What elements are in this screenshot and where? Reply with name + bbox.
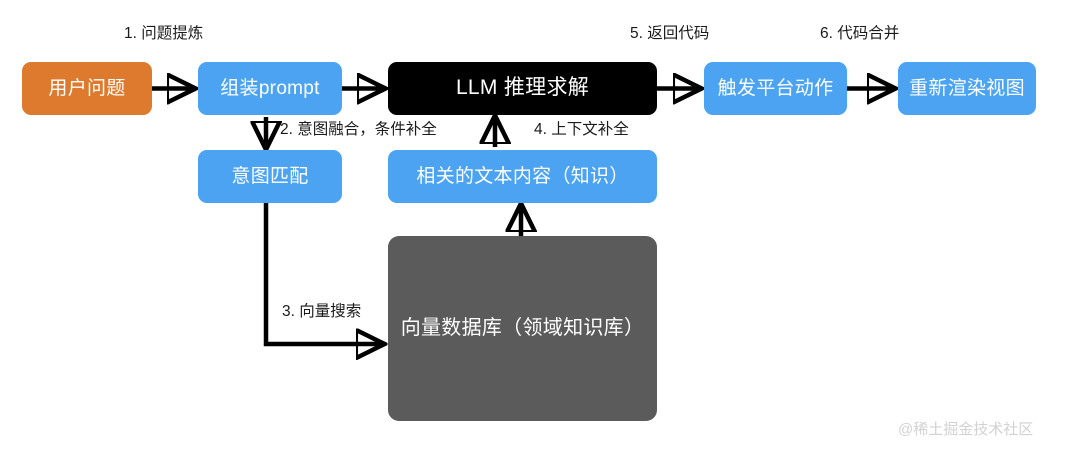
node-assemble-prompt-label: 组装prompt: [220, 77, 320, 99]
node-rerender-view[interactable]: 重新渲染视图: [898, 62, 1036, 115]
node-intent-match[interactable]: 意图匹配: [198, 150, 342, 203]
node-vector-db[interactable]: 向量数据库（领域知识库）: [388, 236, 657, 421]
edge-label-step-6: 6. 代码合并: [820, 25, 900, 42]
node-llm-reasoning[interactable]: LLM 推理求解: [388, 62, 657, 115]
edge-label-step-4: 4. 上下文补全: [534, 121, 629, 138]
node-user-question[interactable]: 用户问题: [22, 62, 152, 115]
node-rerender-view-label: 重新渲染视图: [909, 77, 1025, 99]
node-intent-match-label: 意图匹配: [231, 165, 309, 187]
edge-label-step-2: 2. 意图融合，条件补全: [280, 121, 437, 138]
edge-label-step-5: 5. 返回代码: [630, 25, 710, 42]
node-related-text-label: 相关的文本内容（知识）: [416, 165, 629, 187]
edge-label-step-3: 3. 向量搜索: [282, 303, 362, 320]
node-llm-reasoning-label: LLM 推理求解: [455, 76, 590, 100]
arrow-intent-match-to-vector-db: [263, 203, 381, 344]
node-related-text[interactable]: 相关的文本内容（知识）: [388, 150, 657, 203]
node-user-question-label: 用户问题: [48, 77, 126, 99]
edge-label-step-1: 1. 问题提炼: [124, 25, 204, 42]
node-trigger-action-label: 触发平台动作: [717, 77, 834, 99]
watermark: @稀土掘金技术社区: [898, 421, 1034, 438]
node-assemble-prompt[interactable]: 组装prompt: [198, 62, 342, 115]
node-vector-db-label: 向量数据库（领域知识库）: [400, 317, 645, 339]
node-trigger-action[interactable]: 触发平台动作: [704, 62, 847, 115]
